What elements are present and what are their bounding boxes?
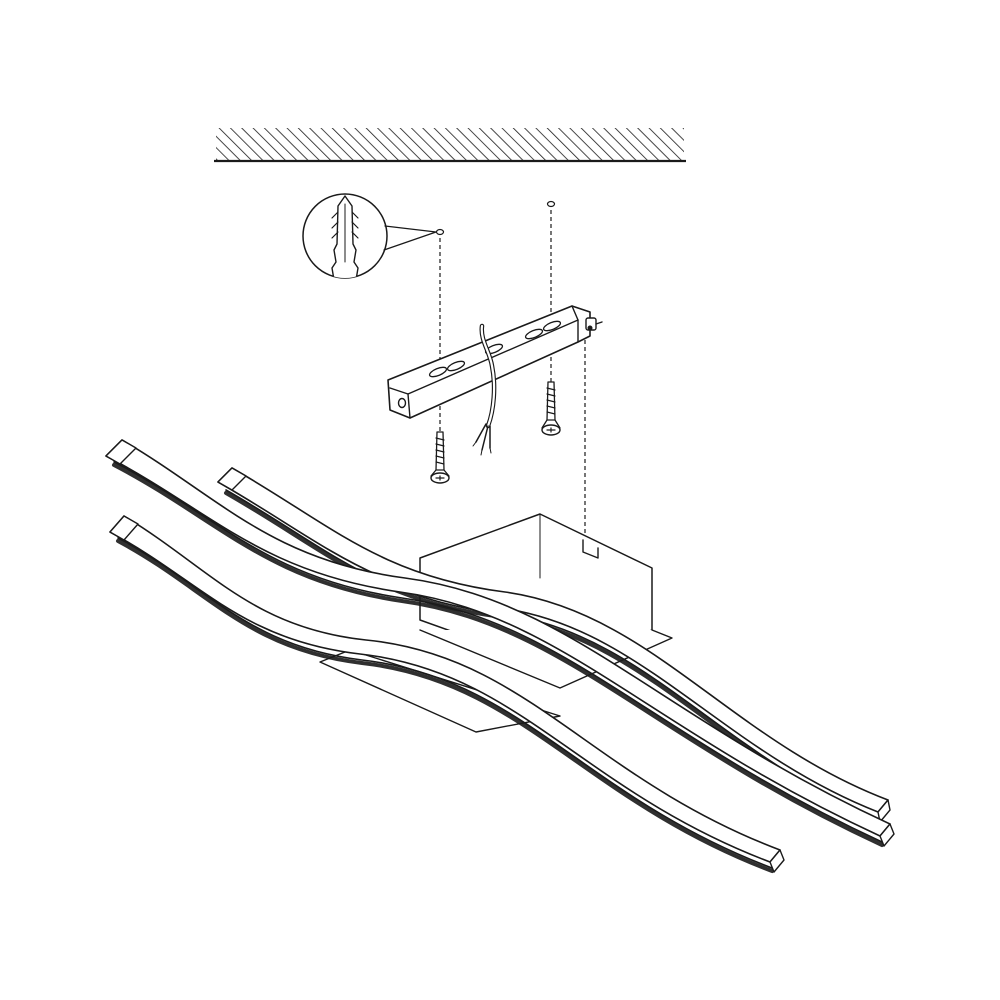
bracket-side-hole [397,397,407,409]
bracket-slot-5 [542,320,562,332]
drill-holes [435,200,556,236]
ceiling [214,128,686,163]
led-arm-front [109,515,785,873]
screw-right [541,381,561,436]
screw-left [430,431,450,484]
ceiling-hatch [216,128,684,160]
supply-cable [472,323,497,456]
drill-hole-left [435,228,445,236]
wall-plug-detail [302,193,437,279]
led-arm-middle [105,439,895,847]
bracket-slot-1 [428,366,448,378]
bracket-slot-2 [446,360,466,372]
bracket-set-screw [585,317,603,331]
bracket-slot-4 [524,328,544,340]
detail-pointer [383,225,437,251]
drill-hole-right [546,200,556,208]
wall-plug [331,195,359,278]
